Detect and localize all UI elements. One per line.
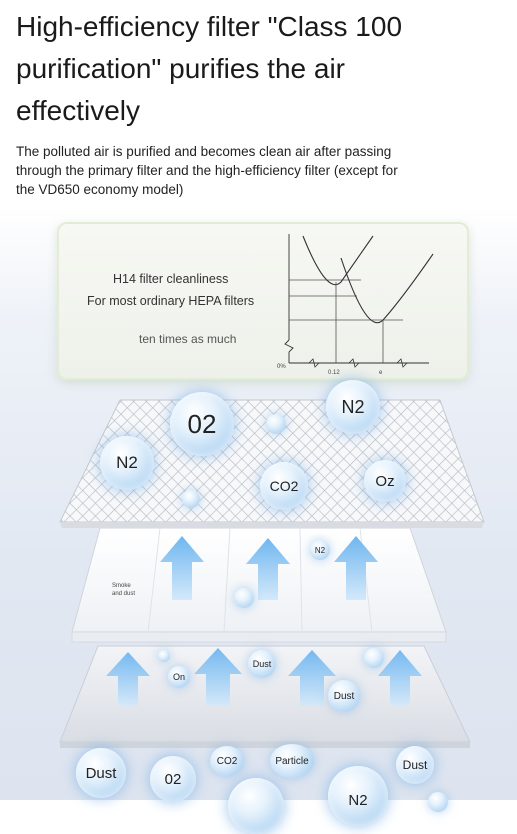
comparison-card: 0% 0.12 e H14 filter cleanliness For mos… xyxy=(57,222,469,380)
card-line-2: For most ordinary HEPA filters xyxy=(87,294,255,308)
bubble-co2: CO2 xyxy=(260,462,308,510)
bubble-n2-left: N2 xyxy=(100,436,154,490)
card-line-1: H14 filter cleanliness xyxy=(113,272,229,286)
airflow-arrows-lower xyxy=(106,648,422,706)
efficiency-graph: 0% 0.12 e xyxy=(277,234,434,376)
bubble-n2-small: N2 xyxy=(310,540,330,560)
tick-mid: 0.12 xyxy=(328,370,340,376)
bubble-dust-a: Dust xyxy=(248,650,276,678)
smoke-dust-label: Smoke and dust xyxy=(112,583,136,597)
bubble-empty-5 xyxy=(364,648,384,668)
bubble-co2-bottom: CO2 xyxy=(210,746,244,776)
bubble-dust-b: Dust xyxy=(328,680,360,712)
description: The polluted air is purified and becomes… xyxy=(16,144,398,197)
bubble-dust-bottom-left: Dust xyxy=(76,748,126,798)
bubble-empty-6 xyxy=(228,778,284,834)
card-line-3: ten times as much xyxy=(139,332,237,346)
bubble-on: On xyxy=(168,666,190,688)
bubble-oz: Oz xyxy=(364,460,406,502)
bubble-n2-top: N2 xyxy=(326,380,380,434)
headline: High-efficiency filter "Class 100 purifi… xyxy=(16,11,403,126)
bubble-dust-bottom-right: Dust xyxy=(396,746,434,784)
bubble-empty-3 xyxy=(234,588,254,608)
axis-origin: 0% xyxy=(277,364,286,370)
bubble-empty-7 xyxy=(428,792,448,812)
tick-right: e xyxy=(379,370,383,376)
airflow-arrows-middle xyxy=(160,536,378,600)
bubble-empty-4 xyxy=(158,650,170,662)
bubble-empty-1 xyxy=(266,414,286,434)
bubble-n2-bottom: N2 xyxy=(328,766,388,826)
bubble-empty-2 xyxy=(182,490,200,508)
bubble-o2-bottom: 02 xyxy=(150,756,196,802)
filter-illustration xyxy=(59,399,485,748)
bubble-particle: Particle xyxy=(270,744,314,778)
bubble-o2-top: 02 xyxy=(170,392,234,456)
